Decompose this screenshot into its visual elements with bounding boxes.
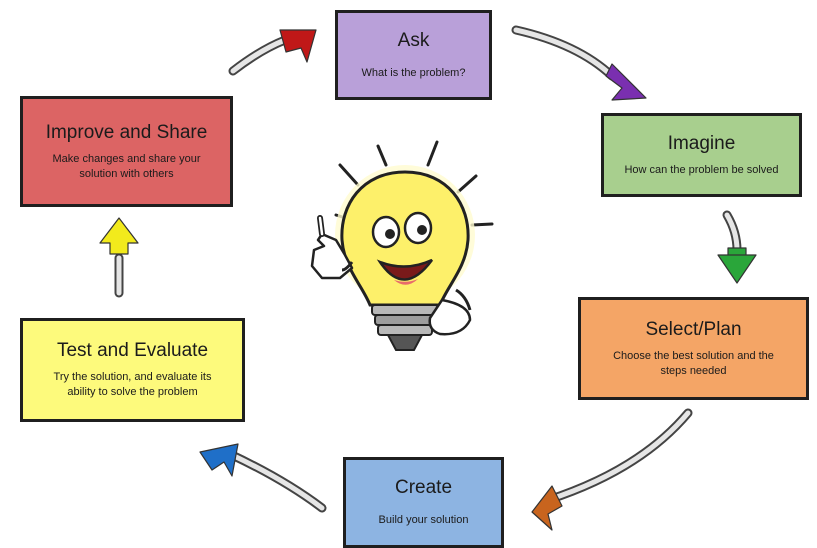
step-description: Choose the best solution and the steps n… xyxy=(613,349,774,377)
arrowhead-orange xyxy=(531,485,563,531)
step-description: Try the solution, and evaluate its abili… xyxy=(53,371,212,398)
step-title: Imagine xyxy=(667,132,736,154)
step-select-plan: Select/Plan Choose the best solution and… xyxy=(578,297,809,400)
connector-select-create xyxy=(543,408,693,505)
lightbulb-mascot xyxy=(310,140,494,351)
step-title: Select/Plan xyxy=(645,318,742,340)
arrowhead-green xyxy=(717,247,757,284)
step-description: Make changes and share your solution wit… xyxy=(52,152,201,180)
step-improve-share: Improve and Share Make changes and share… xyxy=(20,96,233,207)
step-description: What is the problem? xyxy=(361,66,466,79)
step-title: Test and Evaluate xyxy=(56,340,209,361)
step-create: Create Build your solution xyxy=(343,457,504,548)
step-title: Ask xyxy=(397,29,430,51)
arrowhead-red xyxy=(279,29,317,63)
arrowhead-blue xyxy=(199,443,239,477)
step-description: Build your solution xyxy=(378,514,469,526)
arrowhead-yellow xyxy=(99,217,139,255)
step-description: How can the problem be solved xyxy=(624,163,779,176)
step-title: Create xyxy=(394,477,453,498)
step-ask: Ask What is the problem? xyxy=(335,10,492,100)
step-test-evaluate: Test and Evaluate Try the solution, and … xyxy=(20,318,245,422)
arrowhead-purple xyxy=(605,63,647,101)
step-title: Improve and Share xyxy=(45,121,208,143)
connector-ask-imagine xyxy=(511,25,617,81)
step-imagine: Imagine How can the problem be solved xyxy=(601,113,802,197)
